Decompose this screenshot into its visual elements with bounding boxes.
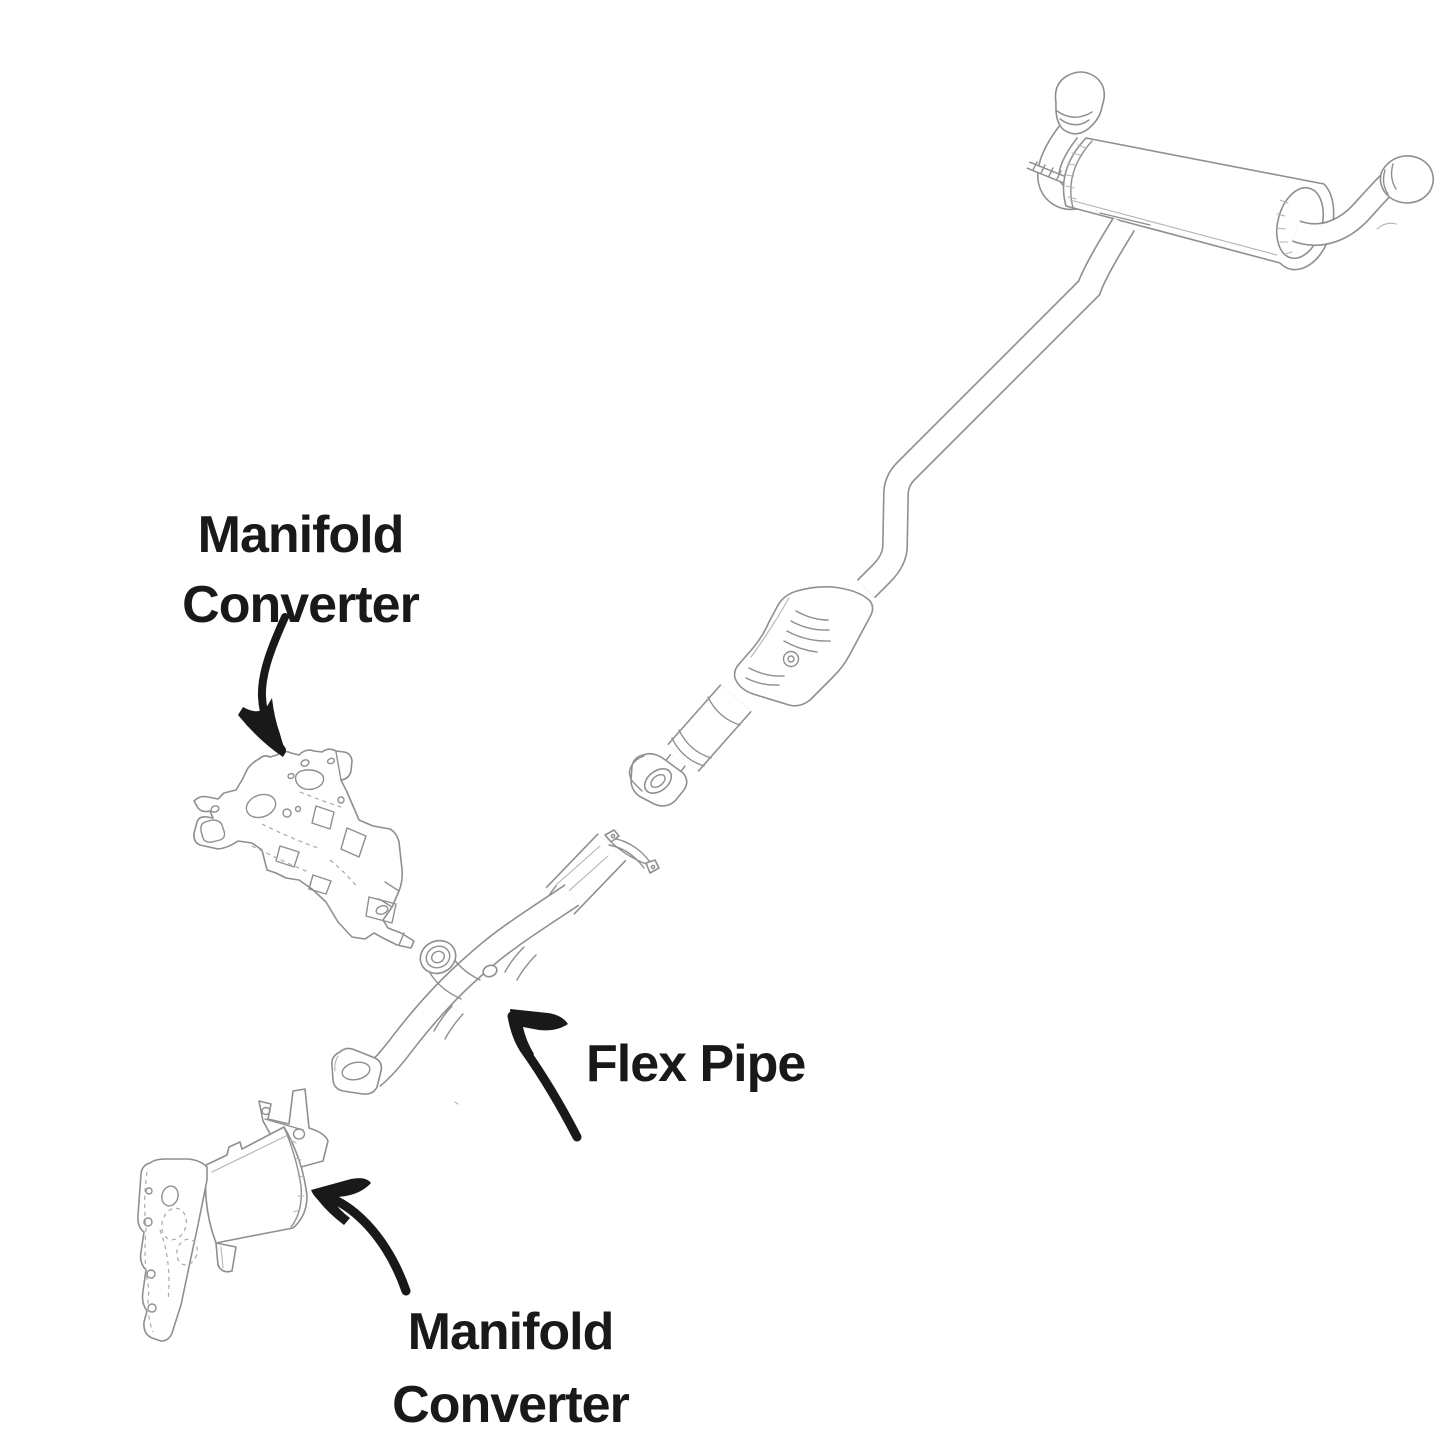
label-manifold-converter-top: Manifold Converter — [128, 500, 473, 640]
label-flex-pipe: Flex Pipe — [586, 1035, 806, 1093]
underbody-converter — [628, 586, 874, 807]
converter-heat-shield — [733, 586, 874, 707]
arrow-to-upper-manifold-converter — [238, 613, 289, 757]
intermediate-pipe — [856, 217, 1136, 599]
stray-mark — [1376, 222, 1397, 230]
flex-end-flange — [331, 1047, 383, 1095]
label-line: Manifold — [197, 506, 405, 564]
label-line: Converter — [392, 1376, 630, 1434]
manifold-converter-upper — [193, 748, 415, 949]
manifold-flange — [137, 1158, 208, 1342]
mount-bracket — [258, 1088, 329, 1168]
rear-muffler-assembly — [1026, 71, 1435, 271]
flex-inlet-clamp — [604, 829, 660, 874]
flex-pipe-assembly — [331, 829, 660, 1105]
stray-dot — [454, 1101, 459, 1105]
muffler-joint-edge — [1099, 212, 1151, 226]
label-line: Manifold — [407, 1303, 615, 1361]
arrow-to-flex-pipe — [507, 1009, 582, 1142]
pipe-bracket-tab — [482, 964, 498, 978]
label-line: Converter — [182, 576, 420, 634]
label-line: Flex Pipe — [586, 1035, 806, 1093]
tailpipe-tip-right — [1291, 155, 1435, 246]
hanger-rod — [1026, 161, 1072, 186]
arrow-to-lower-manifold-converter — [311, 1178, 411, 1296]
flex-gasket-ring — [419, 939, 457, 975]
converter-inlet-flange — [628, 752, 688, 807]
label-manifold-converter-bottom: Manifold Converter — [338, 1296, 683, 1442]
manifold-converter-lower — [137, 1088, 329, 1342]
